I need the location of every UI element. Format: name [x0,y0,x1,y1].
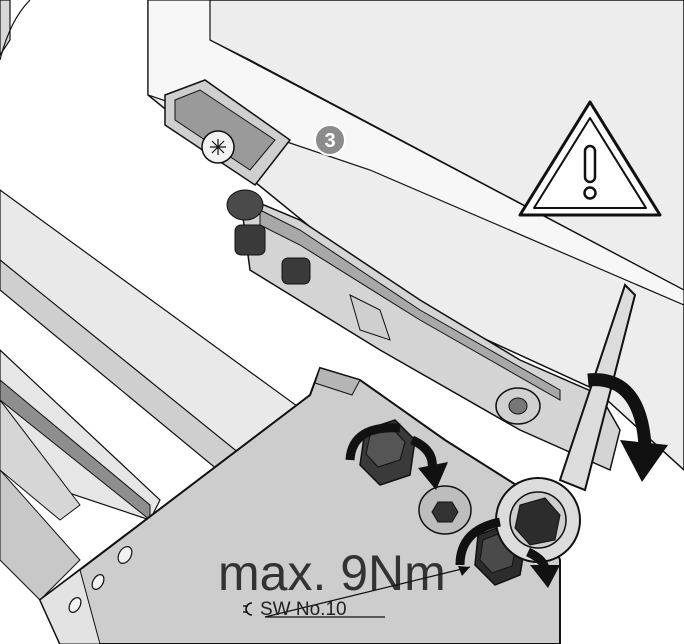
left-rails [0,0,331,601]
socket-screw [418,485,472,535]
rotation-arrow-top-right [587,373,668,482]
torque-label: max. 9Nm [218,545,446,601]
step-number: 3 [324,130,335,152]
wrench-size-callout: SW No.10 [243,566,471,620]
rotation-arrow-right-bolt [455,517,560,588]
washer [495,387,541,425]
warning-triangle-icon [518,100,662,217]
wrench-icon [495,283,637,563]
cable-clip [164,79,292,187]
base-plate [38,366,561,644]
hex-bolt-left [359,419,416,486]
wrench-size-label: SW No.10 [260,599,347,620]
wrench-size-icon [243,602,253,616]
step-badge: 3 [314,124,346,156]
rotation-arrow-left-bolt [345,423,448,490]
